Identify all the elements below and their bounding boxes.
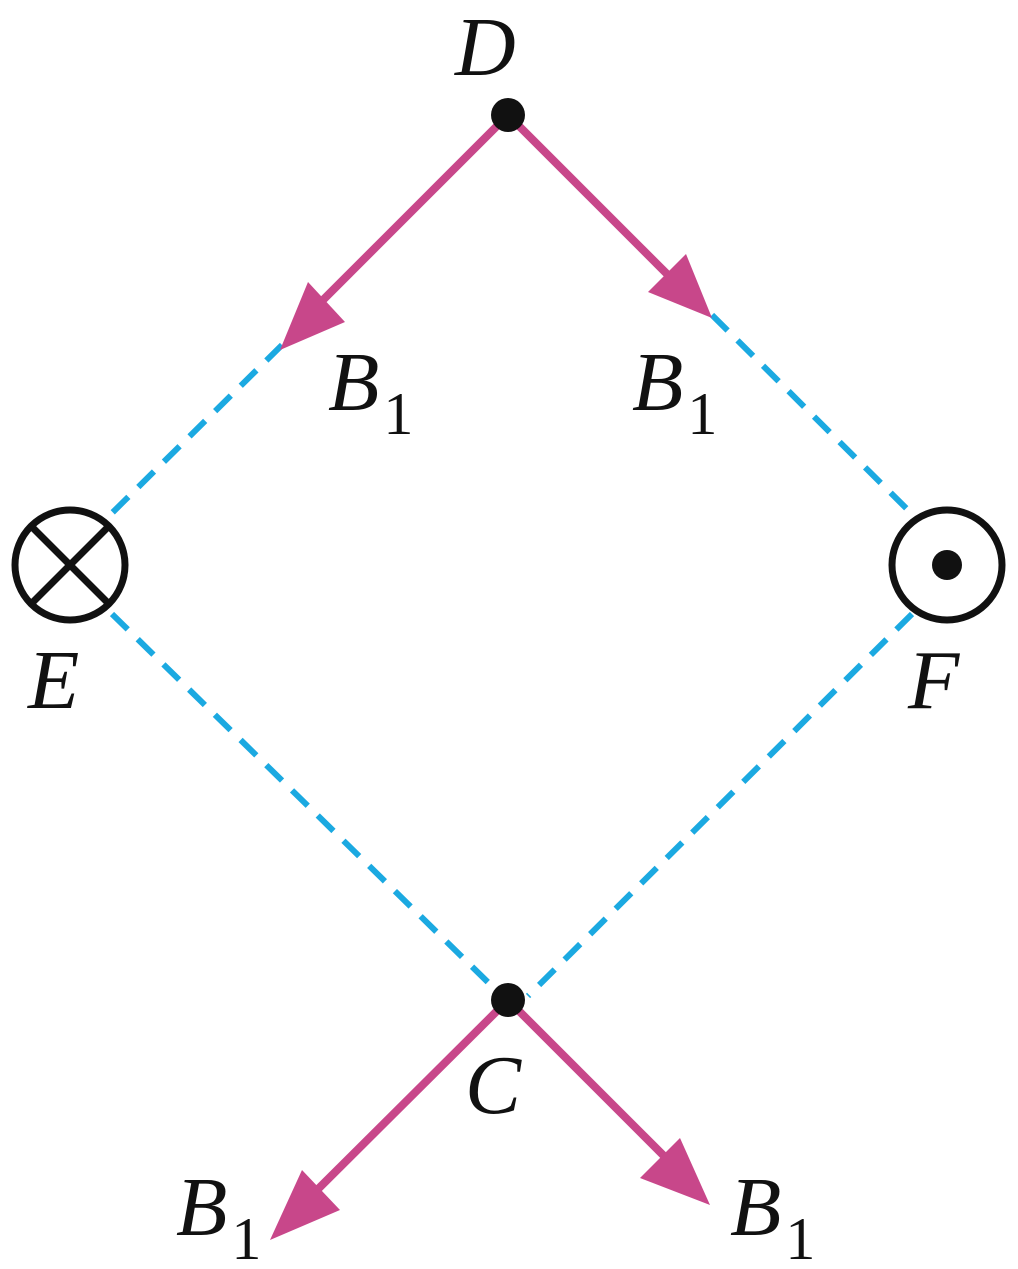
- dashed-line-f-c: [525, 611, 915, 999]
- arrow-b1-d-right: [505, 112, 712, 318]
- field-label-lower-left: B1: [176, 1161, 261, 1269]
- label-e: E: [27, 634, 79, 727]
- field-label-lower-right: B1: [730, 1161, 815, 1269]
- dashed-line-d-f: [709, 312, 919, 521]
- label-c: C: [465, 1039, 522, 1132]
- label-f: F: [907, 634, 961, 727]
- dashed-line-e-c: [109, 611, 505, 999]
- dashed-line-d-e: [107, 342, 285, 518]
- field-label-upper-left: B1: [328, 336, 413, 447]
- field-label-upper-right: B1: [632, 336, 717, 447]
- arrow-b1-c-left: [270, 997, 511, 1240]
- conductor-e-into-page-icon: [11, 506, 129, 624]
- point-c: [491, 983, 525, 1017]
- field-arrows: [270, 112, 712, 1240]
- conductor-f-out-of-page-icon: [888, 506, 1006, 624]
- arrow-b1-c-right: [505, 997, 710, 1205]
- label-d: D: [454, 1, 516, 94]
- dashed-lines: [107, 312, 919, 999]
- arrow-b1-d-left: [280, 112, 511, 350]
- point-d: [491, 98, 525, 132]
